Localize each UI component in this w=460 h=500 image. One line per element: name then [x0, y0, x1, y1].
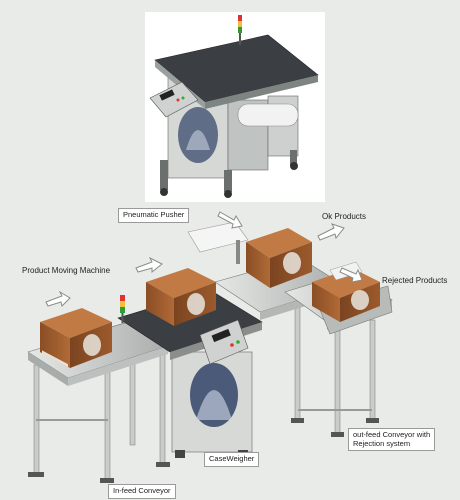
infeed-conveyor-label: In-feed Conveyor — [108, 484, 176, 499]
cardboard-box-weigher — [146, 268, 216, 326]
ok-products-label: Ok Products — [322, 212, 367, 221]
outfeed-conveyor-label: out-feed Conveyor with Rejection system — [348, 428, 436, 452]
caseweigher-label: CaseWeigher — [204, 452, 260, 467]
outfeed-label-line1: out-feed Conveyor with — [353, 430, 431, 439]
cardboard-box-ok — [246, 228, 312, 288]
cardboard-box-rejected — [312, 261, 380, 322]
caseweigher-control-panel — [199, 319, 249, 365]
product-moving-machine-label: Product Moving Machine — [22, 266, 111, 275]
pneumatic-pusher-plate — [187, 221, 249, 264]
tower-light-icon — [120, 295, 125, 323]
cardboard-box-infeed — [40, 308, 112, 368]
preview-checkweigher-machine — [149, 15, 319, 198]
outfeed-label-line2: Rejection system — [353, 438, 411, 448]
pneumatic-pusher-label: Pneumatic Pusher — [118, 208, 190, 223]
rejected-products-label: Rejected Products — [382, 276, 448, 285]
arrow-right-icon — [45, 211, 363, 307]
